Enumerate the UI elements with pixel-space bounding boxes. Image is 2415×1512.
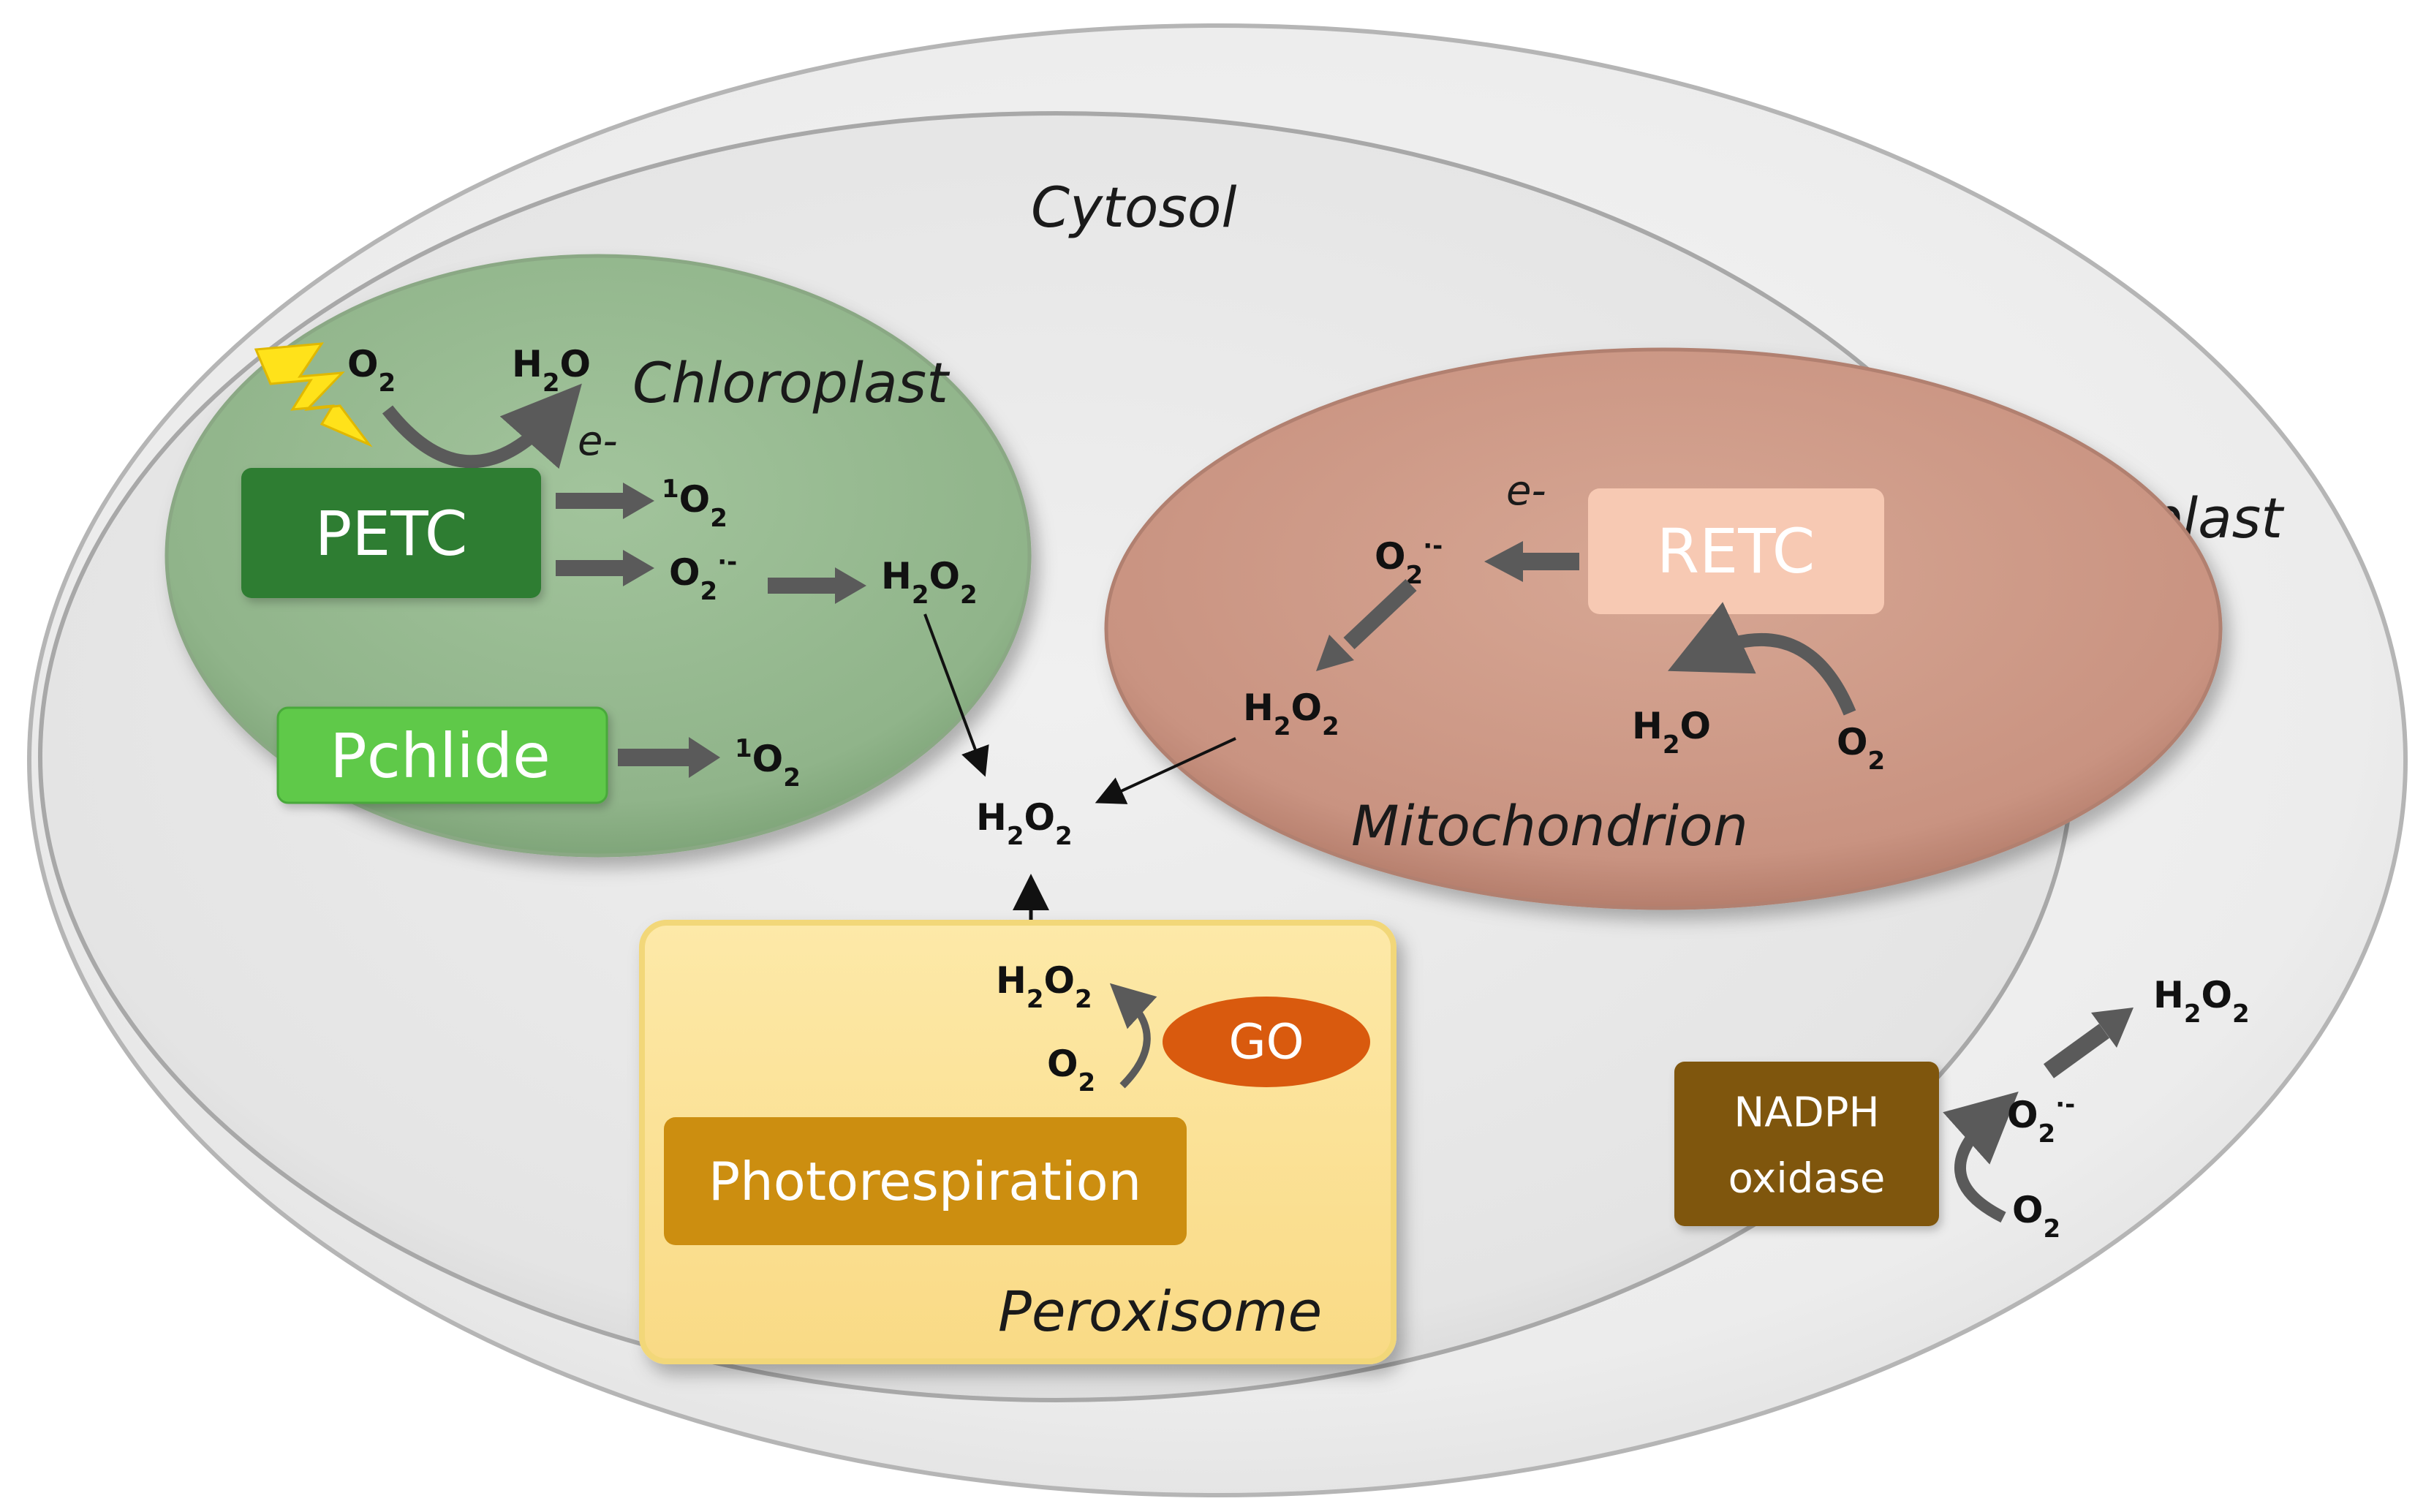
chloro-superoxide-label: O2·- — [669, 548, 737, 606]
apo-o2-label: O2 — [2012, 1189, 2060, 1244]
photorespiration-box — [664, 1117, 1187, 1245]
cytosol-h2o2-label: H2O2 — [976, 796, 1073, 851]
peroxisome-label: Peroxisome — [998, 1279, 1322, 1344]
chloro-to-cytosol-arrow — [923, 613, 989, 777]
photorespiration-label: Photorespiration — [708, 1151, 1142, 1212]
petc-box — [241, 468, 541, 598]
mito-superoxide-to-h2o2-arrow — [1316, 578, 1417, 671]
chloro-water-arrow — [382, 383, 582, 469]
go-ellipse — [1163, 997, 1370, 1087]
mito-h2o-label: H2O — [1632, 705, 1711, 760]
nadph-oxidase-box — [1674, 1062, 1939, 1226]
perox-go-arrow — [1109, 983, 1157, 1089]
chloro-electron-label: e- — [578, 417, 618, 465]
lightning-icon — [254, 342, 373, 447]
pchlide-box — [276, 706, 608, 804]
cytosol-label: Cytosol — [1031, 175, 1237, 240]
mito-to-cytosol-arrow — [1095, 737, 1236, 804]
nadph-curved-arrow — [1943, 1091, 2019, 1223]
mitochondrion-label: Mitochondrion — [1351, 793, 1748, 858]
petc-label: PETC — [315, 498, 468, 570]
perox-o2-label: O2 — [1047, 1043, 1095, 1097]
retc-to-superoxide-arrow — [1484, 541, 1579, 582]
nadph-line1-label: NADPH — [1734, 1089, 1879, 1137]
mito-h2o2-label: H2O2 — [1243, 687, 1339, 741]
pchlide-label: Pchlide — [330, 720, 551, 792]
chloro-h2o2-label: H2O2 — [881, 555, 978, 610]
apo-superoxide-label: O2·- — [2007, 1090, 2075, 1149]
apo-h2o2-label: H2O2 — [2153, 974, 2250, 1029]
retc-label: RETC — [1657, 515, 1815, 587]
petc-arrow-singlet — [556, 483, 654, 519]
go-label: GO — [1228, 1014, 1304, 1070]
chloro-o2-label: O2 — [347, 343, 396, 398]
chloroplast-ellipse — [165, 254, 1032, 858]
superoxide-to-apo-h2o2-arrow — [2043, 1008, 2134, 1078]
pchlide-arrow — [618, 737, 720, 778]
chloro-singlet-o2-label: 1O2 — [662, 475, 727, 533]
nadph-line2-label: oxidase — [1728, 1155, 1886, 1203]
chloroplast-label: Chloroplast — [632, 350, 950, 415]
mito-superoxide-label: O2·- — [1375, 532, 1443, 590]
perox-h2o2-label: H2O2 — [996, 959, 1092, 1014]
retc-box — [1588, 488, 1884, 614]
petc-arrow-superoxide — [556, 550, 654, 586]
mito-water-arrow — [1668, 602, 1856, 716]
pchlide-singlet-o2-label: 1O2 — [735, 734, 801, 793]
mito-electron-label: e- — [1506, 467, 1546, 515]
mito-o2-label: O2 — [1837, 721, 1885, 776]
mitochondrion-ellipse — [1104, 347, 2223, 910]
superoxide-to-h2o2-arrow — [768, 567, 866, 604]
